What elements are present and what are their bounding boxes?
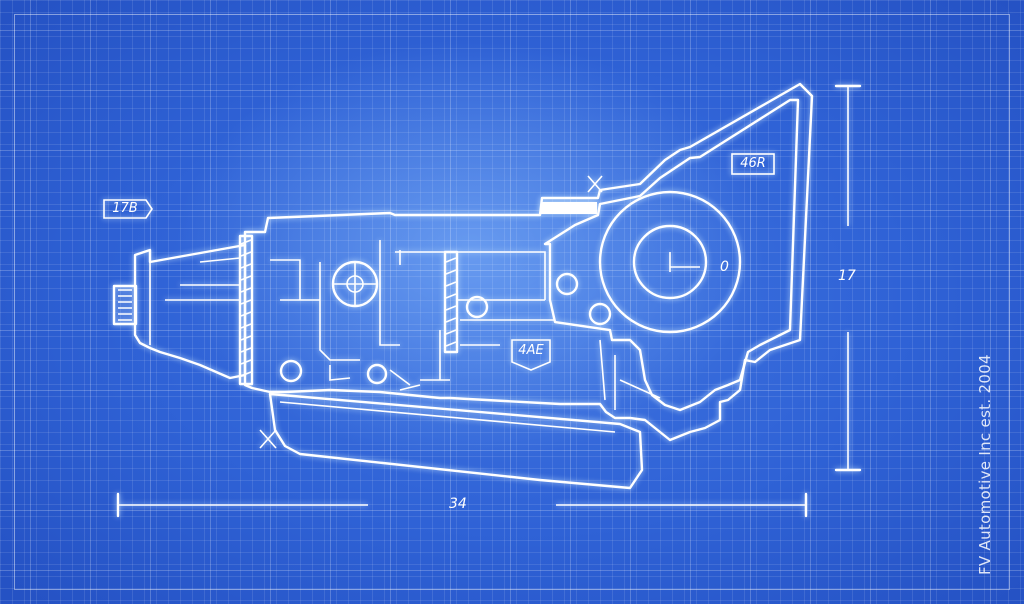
bearing-3 — [366, 363, 388, 385]
tail-housing-outline — [133, 243, 247, 380]
output-yoke-hatch — [118, 289, 132, 321]
cross-mark-top — [587, 175, 603, 193]
tag-4ae-shape — [511, 339, 551, 371]
torque-converter-inner — [632, 224, 708, 300]
tag-17b-shape — [103, 199, 153, 219]
case-46r-outline — [543, 98, 800, 412]
center-marker-line — [669, 252, 700, 272]
height-dimension-label: 17 — [838, 268, 856, 284]
center-marker-label: 0 — [720, 259, 729, 275]
adapter-plate — [238, 234, 254, 386]
transmission-housing-outline — [243, 82, 814, 442]
tag-4ae-label: 4AE — [518, 343, 544, 358]
torque-converter-outer — [598, 190, 742, 334]
oil-pan-inner — [279, 401, 616, 433]
tag-46r-label: 46R — [740, 156, 766, 171]
bearing-5 — [555, 272, 579, 296]
tag-46r-box — [731, 153, 775, 175]
bearing-4 — [465, 295, 489, 319]
company-watermark: FV Automotive Inc est. 2004 — [976, 354, 994, 575]
bearing-6 — [588, 302, 612, 326]
breather-block — [541, 202, 597, 214]
internal-structure — [270, 240, 661, 410]
tail-housing-detail — [149, 257, 241, 345]
blueprint-frame — [14, 14, 1010, 590]
width-dimension-label: 34 — [449, 496, 467, 512]
center-support-plate — [443, 250, 459, 354]
oil-pan-outline — [268, 392, 644, 490]
cross-mark-bottom — [259, 429, 277, 449]
tag-17b-label: 17B — [112, 201, 138, 216]
output-yoke — [112, 284, 138, 326]
bearing-2 — [279, 359, 303, 383]
